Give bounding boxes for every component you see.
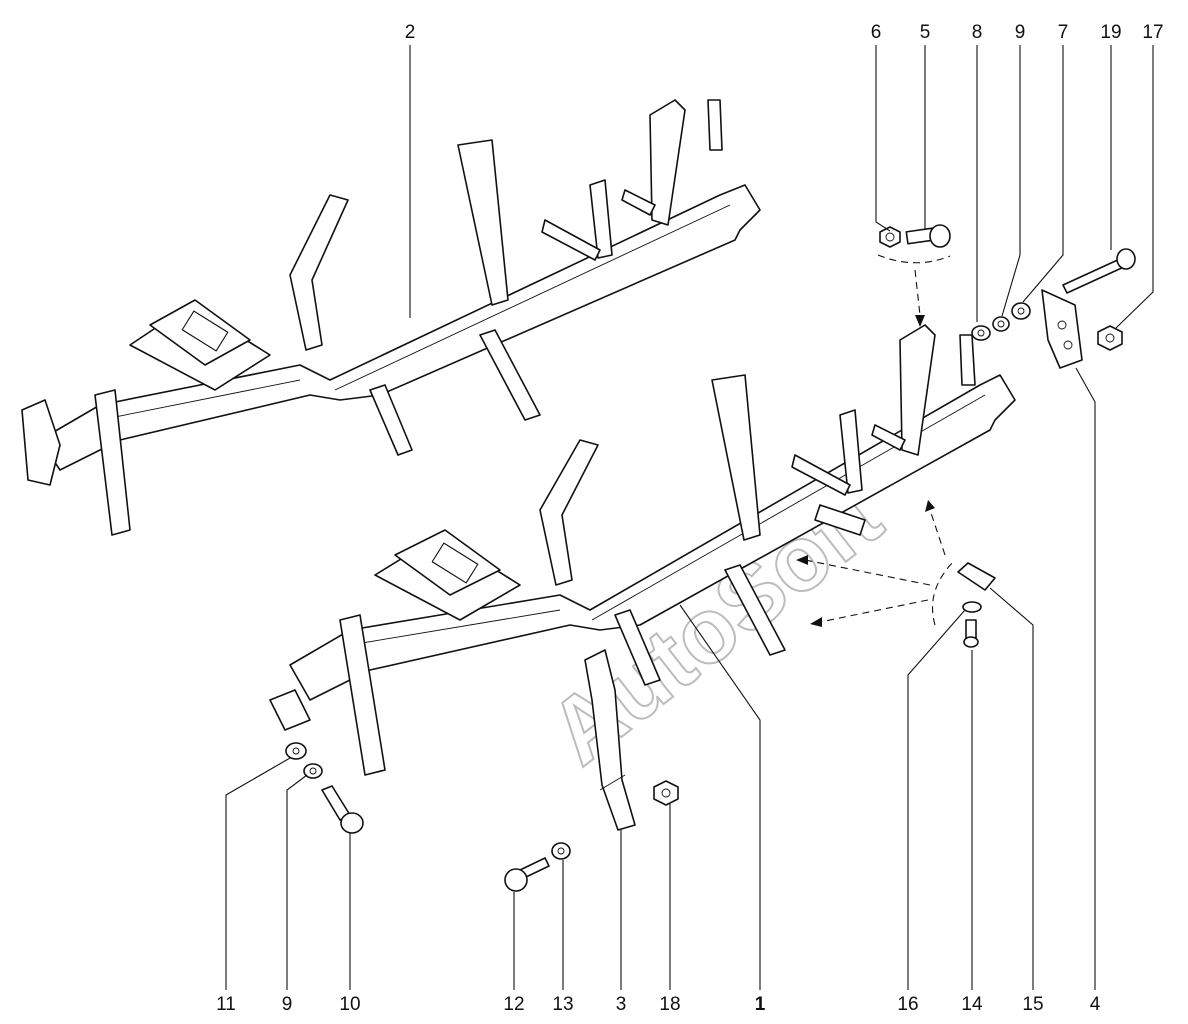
arrow-head-icon bbox=[925, 500, 935, 512]
callout-5: 5 bbox=[920, 22, 931, 43]
callout-16: 16 bbox=[897, 994, 918, 1015]
nut-18-icon bbox=[653, 780, 679, 806]
arrow-head-icon bbox=[796, 555, 808, 565]
callout-7: 7 bbox=[1058, 22, 1069, 43]
assembly-arrows bbox=[796, 254, 956, 627]
arrow-head-icon bbox=[915, 315, 925, 327]
callout-numbers: 2 6 5 8 9 7 19 17 11 9 10 12 13 3 18 1 1… bbox=[216, 22, 1163, 1015]
arrow-head-icon bbox=[810, 617, 822, 627]
spring-washer-9-icon bbox=[992, 316, 1010, 332]
leader-lines bbox=[225, 45, 1154, 990]
callout-1: 1 bbox=[755, 994, 766, 1015]
screw-14-icon bbox=[963, 619, 979, 648]
nut-17-icon bbox=[1097, 325, 1123, 351]
bracket-4-icon bbox=[1041, 289, 1083, 369]
callout-12: 12 bbox=[503, 994, 524, 1015]
callout-8: 8 bbox=[972, 22, 983, 43]
callout-4: 4 bbox=[1090, 994, 1101, 1015]
bolt-10-icon bbox=[321, 785, 364, 834]
nut-8-icon bbox=[971, 325, 991, 341]
washer-7-icon bbox=[1011, 302, 1031, 320]
callout-14: 14 bbox=[961, 994, 983, 1015]
callout-17: 17 bbox=[1142, 22, 1163, 43]
callout-11: 11 bbox=[216, 994, 236, 1015]
callout-3: 3 bbox=[616, 994, 627, 1015]
nut-11-icon bbox=[285, 742, 307, 760]
bolt-5-icon bbox=[905, 224, 951, 248]
bolt-19-icon bbox=[1062, 248, 1136, 294]
bolt-12-icon bbox=[504, 857, 550, 892]
clip-15-icon bbox=[957, 562, 996, 591]
washer-13-icon bbox=[551, 842, 571, 860]
callout-6: 6 bbox=[871, 22, 882, 43]
callout-2: 2 bbox=[405, 22, 416, 43]
callout-9-lower: 9 bbox=[282, 994, 293, 1015]
callout-10: 10 bbox=[339, 994, 360, 1015]
washer-16-icon bbox=[962, 601, 982, 613]
brace-part-3 bbox=[584, 649, 636, 831]
upper-cross-beam bbox=[21, 99, 761, 536]
callout-15: 15 bbox=[1022, 994, 1043, 1015]
callout-18: 18 bbox=[659, 994, 680, 1015]
callout-13: 13 bbox=[552, 994, 573, 1015]
spring-washer-9-lower-icon bbox=[303, 763, 323, 779]
nut-6-icon bbox=[879, 226, 901, 248]
callout-9: 9 bbox=[1015, 22, 1026, 43]
callout-19: 19 bbox=[1100, 22, 1121, 43]
lower-cross-beam bbox=[269, 324, 1016, 776]
